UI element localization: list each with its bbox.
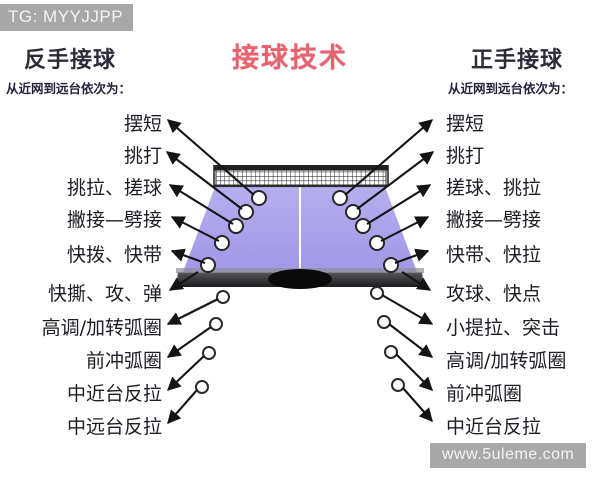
marker-group-right-below-table <box>370 286 405 392</box>
right-column-heading: 正手接球 <box>471 48 564 73</box>
page-title: 接球技术 <box>232 43 348 74</box>
marker-group-left-below-table <box>195 290 230 394</box>
right-technique-label-1: 摆短 <box>446 113 485 135</box>
right-technique-label-5: 快带、快拉 <box>446 244 542 266</box>
watermark-top-left: TG: MYYJJPP <box>0 4 134 31</box>
left-technique-label-6: 快撕、攻、弹 <box>47 283 162 305</box>
right-technique-label-4: 撇接—劈接 <box>446 209 542 231</box>
left-technique-label-5: 快拨、快带 <box>66 244 162 266</box>
arrow-group-left <box>165 119 255 425</box>
marker-group-left-on-table <box>200 190 267 273</box>
right-column-subheading: 从近网到远台依次为： <box>448 81 574 96</box>
watermark-site-url: www.5uleme.com <box>430 443 587 468</box>
table-net <box>213 165 389 188</box>
left-technique-label-4: 撇接—劈接 <box>66 209 162 231</box>
left-technique-label-2: 挑打 <box>123 145 162 167</box>
table-near-edge <box>176 268 424 289</box>
left-technique-label-3: 挑拉、搓球 <box>66 177 162 199</box>
right-technique-label-2: 挑打 <box>446 145 485 167</box>
right-technique-label-8: 高调/加转弧圈 <box>446 350 567 372</box>
right-technique-label-10: 中近台反拉 <box>446 416 542 438</box>
right-technique-label-7: 小提拉、突击 <box>446 317 561 339</box>
player-position-marker <box>268 269 332 289</box>
left-technique-label-1: 摆短 <box>123 113 162 135</box>
right-technique-label-6: 攻球、快点 <box>446 283 542 305</box>
left-technique-label-10: 中远台反拉 <box>66 416 162 438</box>
left-technique-label-7: 高调/加转弧圈 <box>41 317 162 339</box>
marker-group-right-on-table <box>332 190 399 273</box>
left-technique-label-8: 前冲弧圈 <box>85 350 162 372</box>
left-column-heading: 反手接球 <box>24 48 117 73</box>
left-column-subheading: 从近网到远台依次为： <box>6 81 132 96</box>
right-technique-label-9: 前冲弧圈 <box>446 383 523 405</box>
arrow-group-right <box>344 119 435 423</box>
left-technique-label-9: 中近台反拉 <box>66 383 162 405</box>
right-technique-label-3: 搓球、挑拉 <box>446 177 542 199</box>
